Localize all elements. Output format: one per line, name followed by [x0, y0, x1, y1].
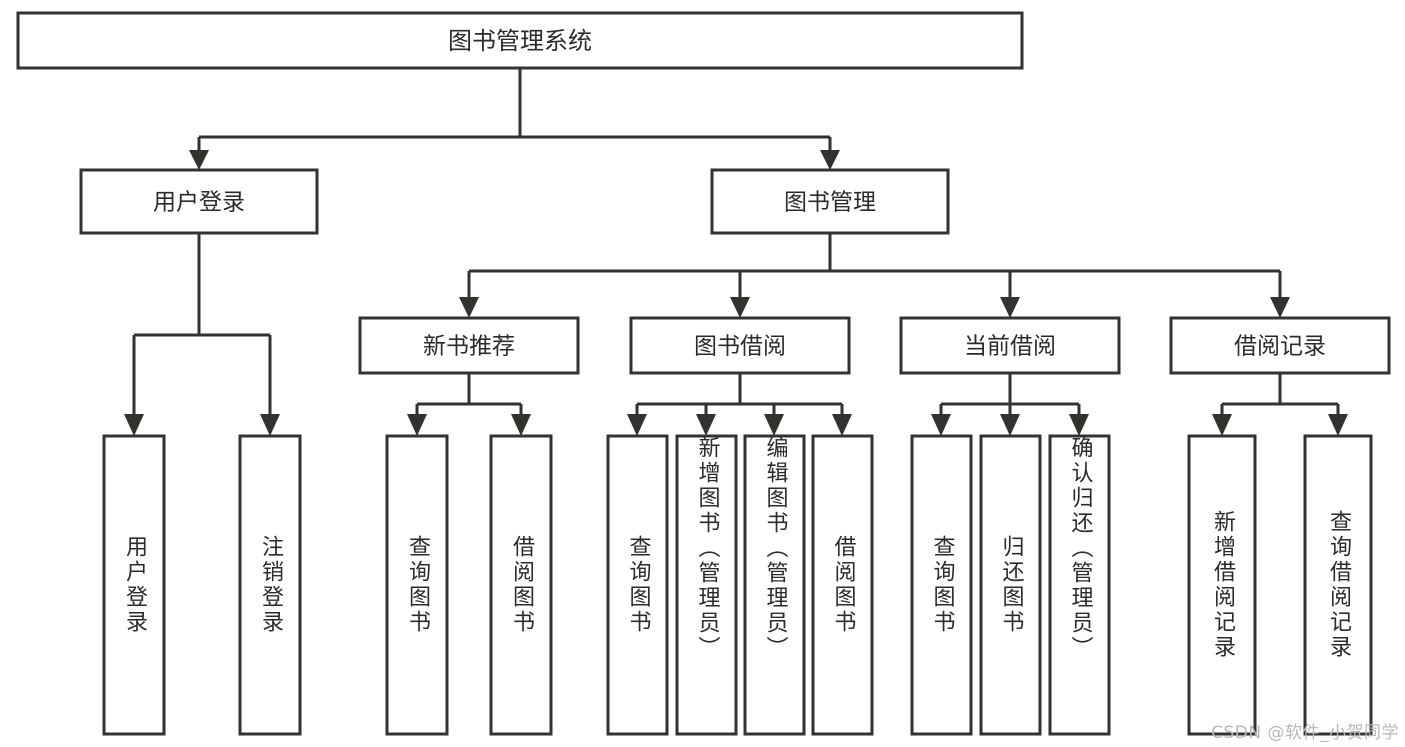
arrow-head-newbook-leaf-2: [511, 414, 531, 436]
node-label-user-login: 用户登录: [153, 190, 245, 216]
node-label-new-book-recommend: 新书推荐: [423, 334, 515, 360]
node-label-borrow-records: 借阅记录: [1234, 334, 1326, 360]
arrow-head-bookborrow-leaf-1: [627, 414, 647, 436]
leaf-box-bookborrow-1[interactable]: [606, 434, 669, 736]
node-label-book-borrow: 图书借阅: [694, 334, 786, 360]
arrow-head-to-book-management: [820, 150, 840, 170]
node-root[interactable]: 图书管理系统: [16, 11, 1024, 70]
node-new-book-recommend[interactable]: 新书推荐: [358, 316, 580, 375]
leaf-box-borrowrec-1[interactable]: [1187, 434, 1257, 736]
arrow-head-currentborrow-leaf-3: [1069, 414, 1089, 436]
node-user-login[interactable]: 用户登录: [79, 168, 319, 235]
leaf-box-user-login-1[interactable]: [102, 434, 166, 736]
arrow-head-newbook-leaf-1: [407, 414, 427, 436]
node-box-book-management[interactable]: [710, 168, 950, 235]
csdn-watermark: CSDN @软件_小贺同学: [1211, 723, 1399, 743]
node-borrow-records[interactable]: 借阅记录: [1169, 316, 1391, 375]
leaf-box-newbook-1[interactable]: [385, 434, 449, 736]
arrow-head-to-user-login: [189, 150, 209, 170]
arrow-head-user-leaf-2: [260, 414, 280, 436]
leaf-box-newbook-2[interactable]: [489, 434, 553, 736]
leaf-box-user-login-2[interactable]: [238, 434, 302, 736]
node-box-book-borrow[interactable]: [629, 316, 851, 375]
leaf-box-bookborrow-3[interactable]: [743, 434, 806, 736]
node-box-user-login[interactable]: [79, 168, 319, 235]
connector-group-book-borrow: [627, 373, 852, 436]
connector-group-user-login: [124, 233, 280, 436]
connector-group-book-management: [459, 233, 1290, 318]
arrow-head-bookborrow-leaf-3: [764, 414, 784, 436]
node-book-borrow[interactable]: 图书借阅: [629, 316, 851, 375]
leaf-box-bookborrow-4[interactable]: [811, 434, 874, 736]
node-label-current-borrow: 当前借阅: [964, 334, 1056, 360]
node-label-root: 图书管理系统: [448, 27, 592, 55]
node-current-borrow[interactable]: 当前借阅: [899, 316, 1121, 375]
node-box-current-borrow[interactable]: [899, 316, 1121, 375]
node-book-management[interactable]: 图书管理: [710, 168, 950, 235]
arrow-head-to-current-borrow: [1000, 297, 1020, 318]
node-box-new-book-recommend[interactable]: [358, 316, 580, 375]
leaf-group-current-borrow: [910, 434, 1111, 736]
leaf-group-new-book-recommend: [385, 434, 553, 736]
node-box-borrow-records[interactable]: [1169, 316, 1391, 375]
leaf-box-currentborrow-3[interactable]: [1048, 434, 1111, 736]
leaf-box-borrowrec-2[interactable]: [1303, 434, 1373, 736]
connector-group-borrow-records: [1212, 373, 1348, 436]
leaf-group-borrow-records: [1187, 434, 1373, 736]
connector-group-current-borrow: [931, 373, 1089, 436]
arrow-head-to-book-borrow: [730, 297, 750, 318]
arrow-head-borrowrec-leaf-1: [1212, 414, 1232, 436]
leaf-box-currentborrow-2[interactable]: [979, 434, 1042, 736]
connector-group-new-book-recommend: [407, 373, 531, 436]
arrow-head-borrowrec-leaf-2: [1328, 414, 1348, 436]
arrow-head-bookborrow-leaf-4: [832, 414, 852, 436]
arrow-head-user-leaf-1: [124, 414, 144, 436]
arrow-head-to-borrow-records: [1270, 297, 1290, 318]
arrow-head-to-new-book: [459, 297, 479, 318]
leaf-group-user-login: [102, 434, 302, 736]
node-box-root[interactable]: [16, 11, 1024, 70]
leaf-box-currentborrow-1[interactable]: [910, 434, 973, 736]
arrow-head-currentborrow-leaf-2: [1000, 414, 1020, 436]
node-label-book-management: 图书管理: [784, 190, 876, 216]
arrow-head-bookborrow-leaf-2: [696, 414, 716, 436]
leaf-box-bookborrow-2[interactable]: [675, 434, 738, 736]
connector-group-root: [189, 68, 840, 170]
arrow-head-currentborrow-leaf-1: [931, 414, 951, 436]
leaf-group-book-borrow: [606, 434, 874, 736]
